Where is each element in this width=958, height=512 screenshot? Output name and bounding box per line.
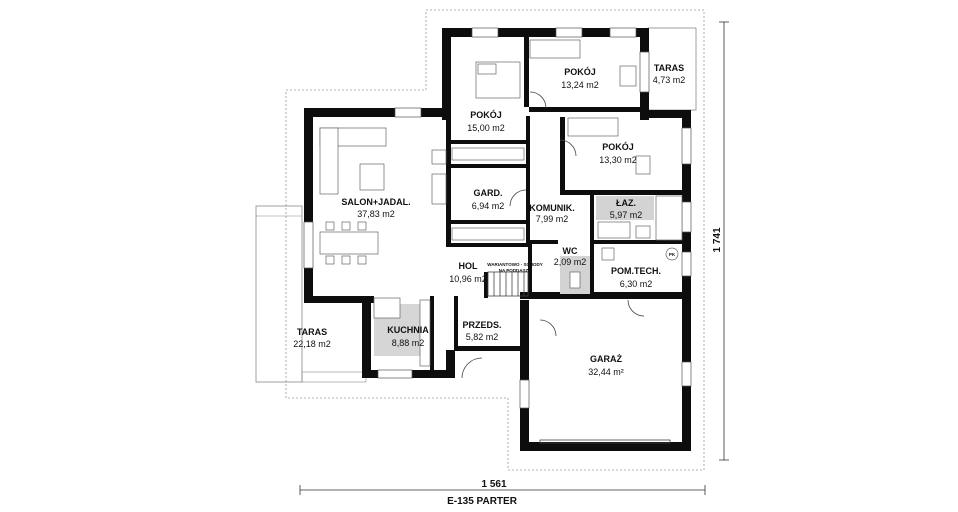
svg-text:GARAŻ: GARAŻ [590,354,622,364]
svg-text:7,99 m2: 7,99 m2 [536,214,569,224]
windows [303,27,692,409]
room-label-pomtech: POM.TECH. 6,30 m2 [611,266,661,289]
stairs-note: WARIANTOWO - SCHODY NA PODDASZE [487,262,542,273]
room-label-przeds: PRZEDS. 5,82 m2 [462,320,501,342]
room-label-wc: WC 2,09 m2 [554,246,587,267]
room-label-pokoj-2: POKÓJ 13,24 m2 [561,66,599,90]
svg-text:6,30 m2: 6,30 m2 [620,279,653,289]
svg-text:13,30 m2: 13,30 m2 [599,155,637,165]
room-label-gard: GARD. 6,94 m2 [472,188,505,211]
room-label-komunik: KOMUNIK. 7,99 m2 [529,203,575,224]
room-label-laz: ŁAZ. 5,97 m2 [610,198,643,220]
svg-text:TARAS: TARAS [297,327,327,337]
room-label-pokoj-1: POKÓJ 15,00 m2 [467,109,505,133]
room-label-pokoj-3: POKÓJ 13,30 m2 [599,141,637,165]
svg-text:KOMUNIK.: KOMUNIK. [529,203,575,213]
room-label-garaz: GARAŻ 32,44 m² [588,354,624,377]
svg-text:37,83 m2: 37,83 m2 [357,209,395,219]
svg-text:1 741: 1 741 [712,227,723,252]
svg-text:32,44 m²: 32,44 m² [588,367,624,377]
svg-text:4,73 m2: 4,73 m2 [653,75,686,85]
svg-text:NA PODDASZE: NA PODDASZE [499,268,532,273]
room-label-taras-small: TARAS 4,73 m2 [653,63,686,85]
room-label-taras-big: TARAS 22,18 m2 [293,327,331,349]
room-label-hol: HOL 10,96 m2 [449,261,487,284]
big-terrace [255,205,367,383]
stairs [487,271,529,297]
svg-text:KUCHNIA: KUCHNIA [387,325,429,335]
svg-text:POKÓJ: POKÓJ [564,66,596,77]
svg-text:TARAS: TARAS [654,63,684,73]
svg-text:22,18 m2: 22,18 m2 [293,339,331,349]
svg-text:15,00 m2: 15,00 m2 [467,123,505,133]
svg-text:1 561: 1 561 [481,479,506,490]
dimension-height: 1 741 [712,21,729,461]
svg-text:PRZEDS.: PRZEDS. [462,320,501,330]
room-label-salon: SALON+JADAL. 37,83 m2 [341,197,410,219]
tech-symbol: PK [669,252,676,257]
svg-text:GARD.: GARD. [474,188,503,198]
svg-text:POKÓJ: POKÓJ [470,109,502,120]
svg-text:10,96 m2: 10,96 m2 [449,274,487,284]
svg-text:2,09 m2: 2,09 m2 [554,257,587,267]
svg-text:WC: WC [563,246,578,256]
svg-text:13,24 m2: 13,24 m2 [561,80,599,90]
svg-text:5,97 m2: 5,97 m2 [610,210,643,220]
site-outline [285,9,705,471]
svg-text:5,82 m2: 5,82 m2 [466,332,499,342]
furniture [319,39,683,444]
svg-text:POM.TECH.: POM.TECH. [611,266,661,276]
svg-text:POKÓJ: POKÓJ [602,141,634,152]
plan-title: E-135 PARTER [447,496,518,507]
svg-text:SALON+JADAL.: SALON+JADAL. [341,197,410,207]
svg-text:HOL: HOL [459,261,479,271]
room-label-kuchnia: KUCHNIA 8,88 m2 [387,325,429,348]
dimension-width: 1 561 [299,479,706,495]
svg-text:6,94 m2: 6,94 m2 [472,201,505,211]
svg-text:ŁAZ.: ŁAZ. [616,198,636,208]
svg-text:8,88 m2: 8,88 m2 [392,338,425,348]
svg-text:WARIANTOWO - SCHODY: WARIANTOWO - SCHODY [487,262,542,267]
